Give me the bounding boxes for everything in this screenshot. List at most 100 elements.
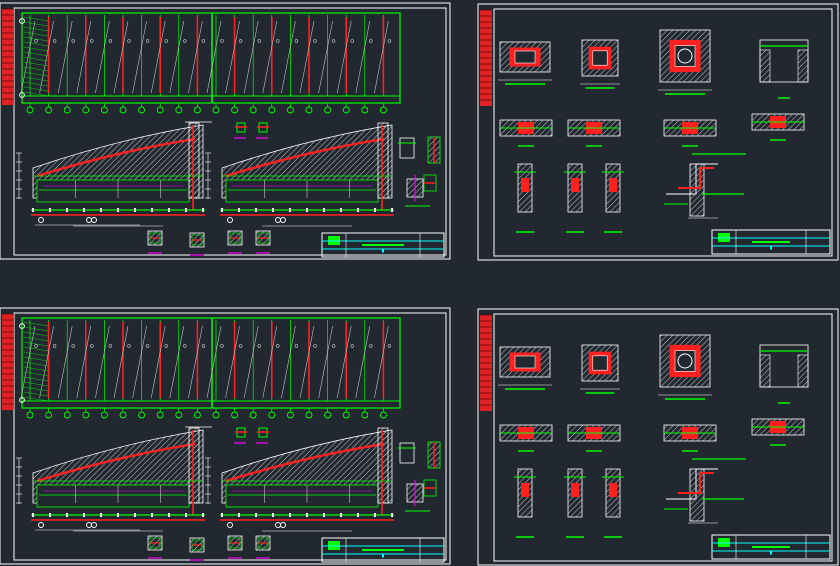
sheet-plan-elevation-2 — [0, 307, 451, 565]
column-elevation-3 — [602, 468, 624, 538]
grid-bubble — [268, 411, 276, 419]
grid-bubble — [82, 106, 90, 114]
grid-bubble — [63, 106, 71, 114]
main-rebar — [225, 137, 385, 178]
wall-section-4 — [751, 418, 805, 446]
grid-bubble — [379, 106, 387, 114]
grid-bubble — [361, 106, 369, 114]
grid-bubble — [231, 411, 239, 419]
column-section — [658, 334, 712, 400]
grid-bubble — [286, 106, 294, 114]
grid-bubble — [82, 411, 90, 419]
main-rebar — [36, 442, 196, 483]
beam-section-a — [498, 41, 552, 85]
beam-section-b — [580, 39, 620, 89]
grid-bubble — [86, 217, 92, 223]
grid-bubble — [342, 411, 350, 419]
grid-bubble — [275, 522, 281, 528]
grid-bubble — [138, 106, 146, 114]
grid-bubble — [193, 411, 201, 419]
grid-bubble — [45, 106, 53, 114]
grid-bubble — [324, 106, 332, 114]
grid-bubble — [280, 217, 286, 223]
column-elevation-1 — [514, 468, 536, 538]
beam-section-b — [580, 344, 620, 394]
grid-bubble — [227, 217, 233, 223]
grid-bubble — [212, 106, 220, 114]
column-elevation-1 — [514, 163, 536, 233]
grid-bubble — [249, 411, 257, 419]
grid-bubble — [275, 217, 281, 223]
grid-bubble — [175, 411, 183, 419]
wall-section-3 — [663, 119, 717, 147]
grid-bubble — [86, 522, 92, 528]
column-section — [658, 29, 712, 95]
grid-bubble — [156, 411, 164, 419]
elevation-left — [16, 427, 205, 532]
grid-bubble — [45, 411, 53, 419]
stair-detail — [664, 458, 746, 524]
elevation-right — [205, 122, 394, 227]
sheet-border — [0, 2, 451, 260]
grid-bubble — [231, 106, 239, 114]
grid-bubble — [38, 522, 44, 528]
wall-section-1 — [499, 424, 553, 452]
main-rebar — [36, 137, 196, 178]
wall-section-4 — [751, 113, 805, 141]
drawing-frame — [13, 7, 447, 256]
lintel-detail — [759, 344, 809, 404]
grid-bubble — [38, 217, 44, 223]
sheet-border — [477, 3, 839, 261]
wall-section-3 — [663, 424, 717, 452]
grid-bubble — [138, 411, 146, 419]
section-details-group — [398, 441, 441, 512]
grid-bubble — [324, 411, 332, 419]
sheet-border — [477, 308, 839, 566]
grid-bubble — [91, 217, 97, 223]
grid-bubble — [91, 522, 97, 528]
elevation-left — [16, 122, 205, 227]
wall-section-1 — [499, 119, 553, 147]
lintel-detail — [759, 39, 809, 99]
roof-plan-view — [19, 12, 401, 123]
grid-bubble — [361, 411, 369, 419]
grid-bubble — [119, 106, 127, 114]
title-block — [321, 232, 445, 258]
section-details-group — [398, 136, 441, 207]
title-block — [321, 537, 445, 563]
grid-bubble — [175, 106, 183, 114]
roof-plan-view — [19, 317, 401, 428]
title-block — [711, 534, 831, 560]
drawing-frame — [493, 313, 833, 562]
grid-bubble — [26, 411, 34, 419]
grid-bubble — [156, 106, 164, 114]
grid-bubble — [280, 522, 286, 528]
elevation-right — [205, 427, 394, 532]
grid-bubble — [379, 411, 387, 419]
grid-bubble — [100, 411, 108, 419]
grid-bubble — [100, 106, 108, 114]
drawing-frame — [493, 8, 833, 257]
stair-detail — [664, 153, 746, 219]
grid-bubble — [305, 411, 313, 419]
grid-bubble — [193, 106, 201, 114]
main-rebar — [225, 442, 385, 483]
grid-bubble — [249, 106, 257, 114]
wall-section-2 — [567, 119, 621, 147]
drawing-frame — [13, 312, 447, 561]
column-elevation-2 — [564, 468, 586, 538]
sheet-section-details-2 — [477, 308, 839, 566]
column-elevation-2 — [564, 163, 586, 233]
beam-section-a — [498, 346, 552, 390]
grid-bubble — [119, 411, 127, 419]
grid-bubble — [26, 106, 34, 114]
title-block — [711, 229, 831, 255]
grid-bubble — [227, 522, 233, 528]
wall-section-2 — [567, 424, 621, 452]
column-elevation-3 — [602, 163, 624, 233]
grid-bubble — [63, 411, 71, 419]
grid-bubble — [212, 411, 220, 419]
grid-bubble — [305, 106, 313, 114]
